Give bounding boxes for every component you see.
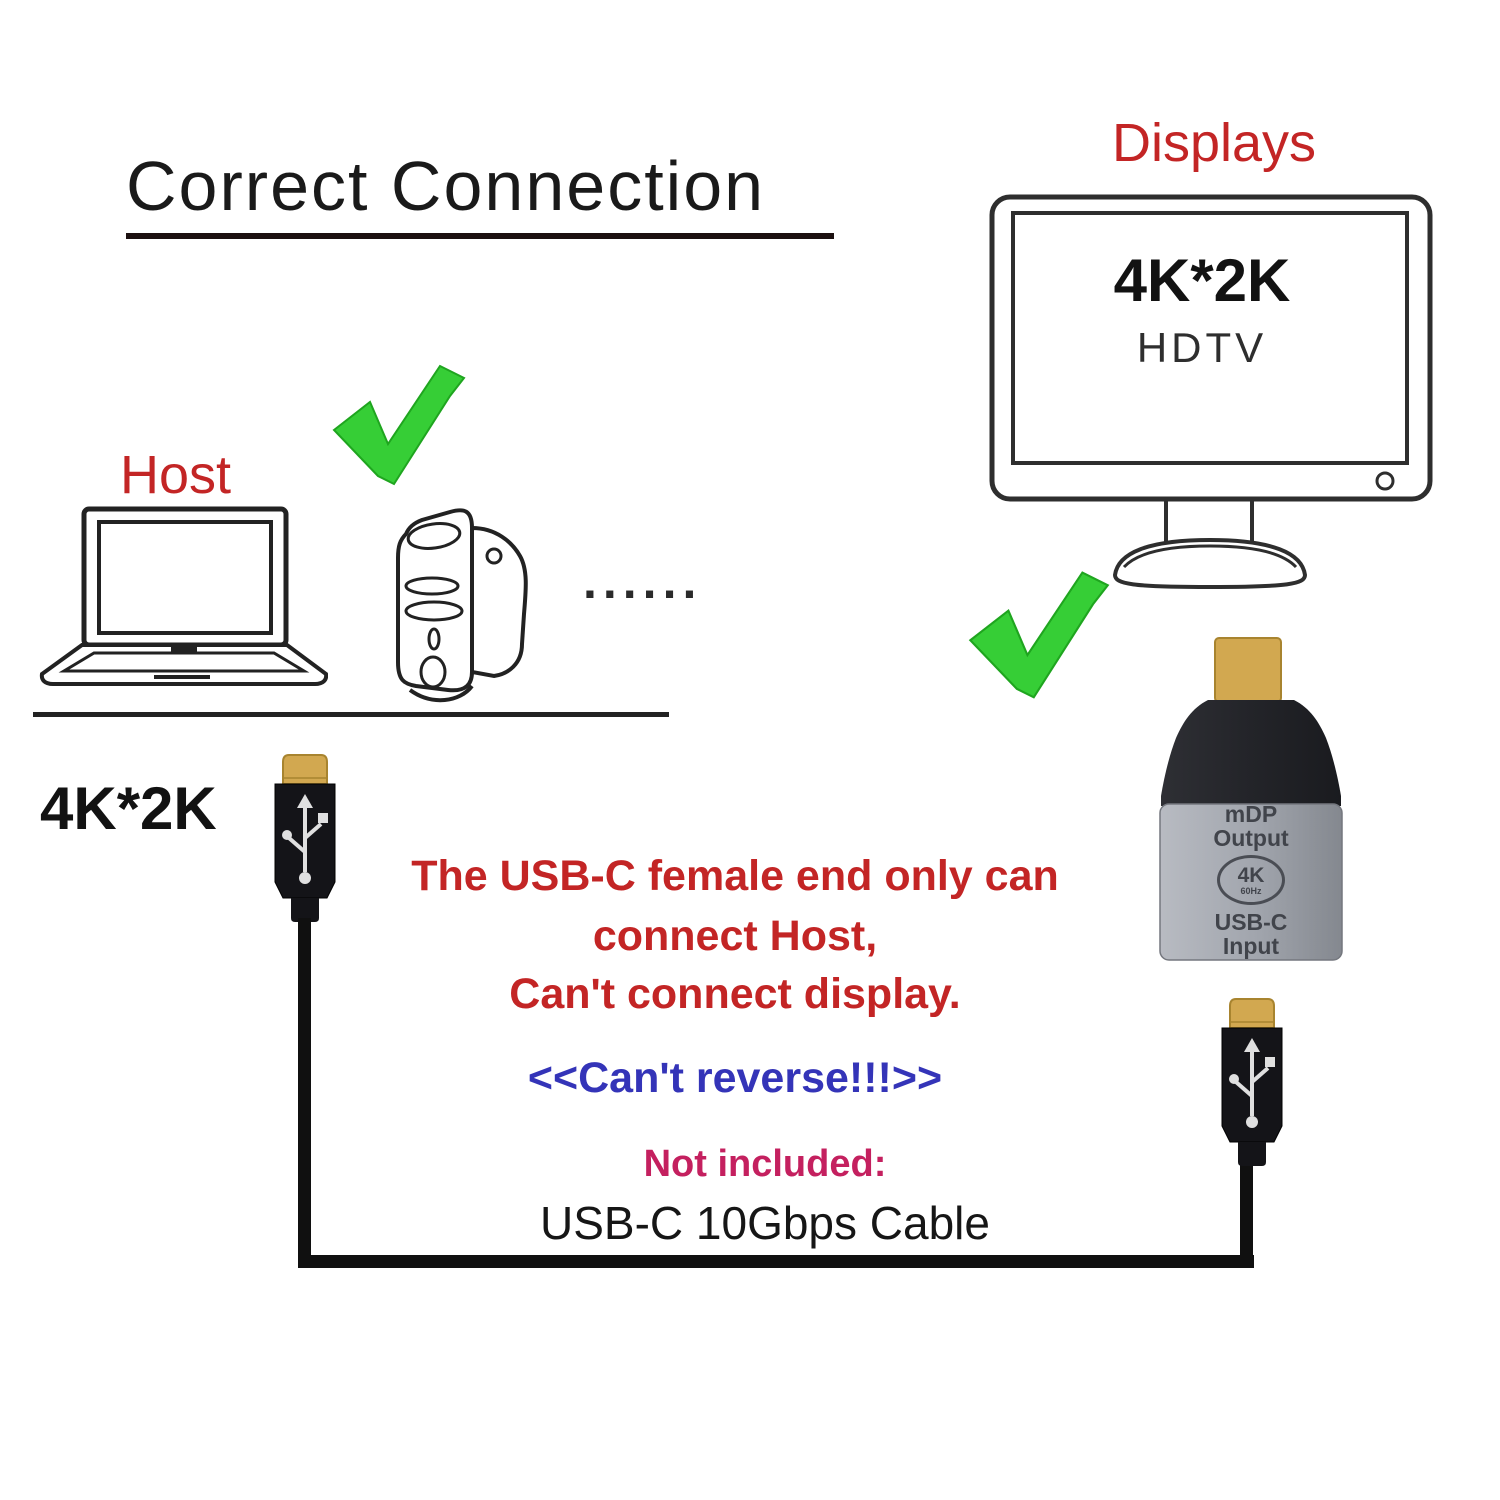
host-separator-line <box>33 712 669 717</box>
page-title: Correct Connection <box>126 147 766 225</box>
adapter-labels: mDP Output 4K 60Hz USB-C Input <box>1160 802 1342 960</box>
usb-c-connector-left <box>274 754 336 922</box>
laptop-icon <box>39 506 328 686</box>
adapter-input-label: USB-C <box>1214 909 1288 936</box>
usb-logo-icon <box>282 794 328 884</box>
adapter-output-label: Output <box>1213 825 1289 852</box>
checkmark-icon <box>332 364 466 486</box>
cable-segment <box>298 918 311 1268</box>
displays-label: Displays <box>1111 113 1317 173</box>
mdp-plug <box>1214 637 1282 703</box>
warning-line-1: The USB-C female end only can <box>411 852 1059 900</box>
cable-segment <box>1240 1164 1253 1268</box>
not-included-label: Not included: <box>643 1143 887 1185</box>
desktop-tower-icon <box>396 508 528 703</box>
monitor-icon <box>989 194 1433 590</box>
adapter-4k-badge: 4K 60Hz <box>1217 855 1285 906</box>
warning-line-3: Can't connect display. <box>509 970 961 1018</box>
adapter-output-label: mDP <box>1224 801 1278 827</box>
usb-logo-icon <box>1229 1038 1275 1128</box>
checkmark-icon <box>968 571 1110 699</box>
reverse-warning: <<Can't reverse!!!>> <box>527 1054 943 1102</box>
cable-name-label: USB-C 10Gbps Cable <box>540 1197 990 1249</box>
title-underline <box>126 233 834 239</box>
host-label: Host <box>120 445 232 505</box>
ellipsis-dots: ...... <box>583 553 703 609</box>
power-button-icon <box>1375 471 1395 491</box>
monitor-type: HDTV <box>1136 324 1268 371</box>
cable-segment <box>298 1255 1254 1268</box>
monitor-resolution: 4K*2K <box>1113 247 1291 314</box>
usb-c-connector-right <box>1221 998 1283 1166</box>
host-resolution: 4K*2K <box>40 775 217 842</box>
warning-line-2: connect Host, <box>592 912 878 960</box>
adapter-input-label: Input <box>1222 933 1280 960</box>
